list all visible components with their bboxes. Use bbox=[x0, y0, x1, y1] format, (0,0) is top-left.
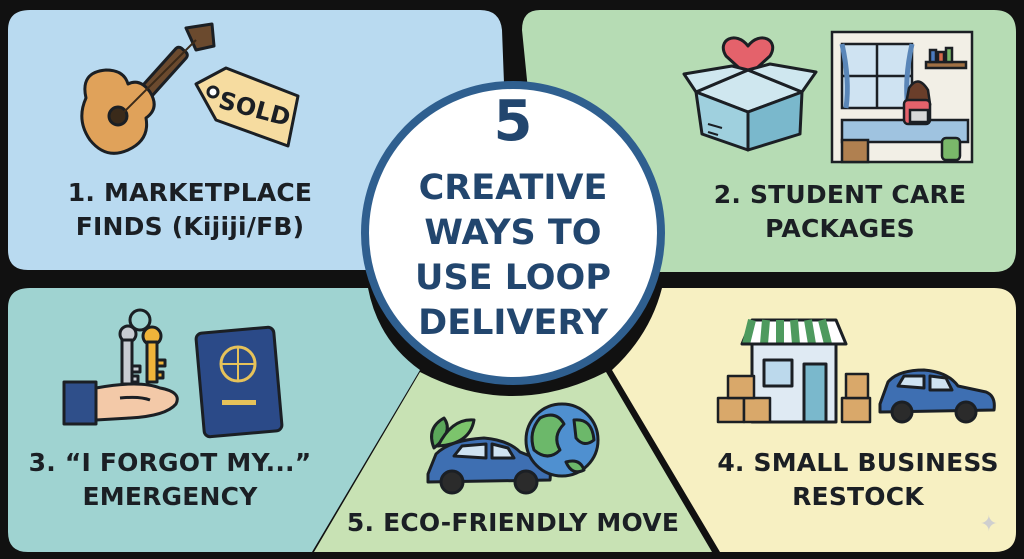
panel-label-student: 2. STUDENT CARE PACKAGES bbox=[690, 178, 990, 246]
center-number: 5 bbox=[493, 89, 533, 154]
dorm-room-icon bbox=[830, 30, 974, 164]
globe-icon bbox=[524, 402, 600, 478]
center-circle bbox=[361, 81, 665, 385]
panel-label-line: EMERGENCY bbox=[82, 482, 258, 511]
panel-label-line: 2. STUDENT CARE bbox=[713, 180, 967, 209]
delivery-boxes-icon bbox=[716, 372, 872, 424]
center-title: CREATIVE WAYS TO USE LOOP DELIVERY bbox=[378, 166, 648, 346]
panel-label-line: 3. “I FORGOT MY...” bbox=[28, 448, 312, 477]
center-title-line: WAYS TO bbox=[424, 213, 602, 253]
guitar-icon bbox=[80, 22, 216, 155]
panel-label-line: RESTOCK bbox=[792, 482, 924, 511]
hand-icon bbox=[62, 380, 179, 426]
panel-label-line: PACKAGES bbox=[765, 214, 915, 243]
center-title-line: CREATIVE bbox=[418, 168, 608, 208]
center-title-line: DELIVERY bbox=[418, 303, 608, 343]
sold-tag-icon: SOLD bbox=[194, 66, 300, 148]
panel-label-forgot: 3. “I FORGOT MY...” EMERGENCY bbox=[20, 446, 320, 514]
leaves-icon bbox=[430, 416, 476, 450]
panel-label-eco: 5. ECO-FRIENDLY MOVE bbox=[330, 506, 696, 540]
keys-icon bbox=[118, 308, 167, 386]
panel-label-line: 1. MARKETPLACE bbox=[67, 178, 313, 207]
panel-label-marketplace: 1. MARKETPLACE FINDS (Kijiji/FB) bbox=[40, 176, 340, 244]
panel-label-business: 4. SMALL BUSINESS RESTOCK bbox=[708, 446, 1008, 514]
center-title-block: 5 CREATIVE WAYS TO USE LOOP DELIVERY bbox=[378, 92, 648, 346]
panel-label-line: 4. SMALL BUSINESS bbox=[717, 448, 999, 477]
passport-icon bbox=[194, 325, 284, 439]
small-car-icon bbox=[878, 368, 996, 424]
panel-label-line: FINDS (Kijiji/FB) bbox=[75, 212, 305, 241]
center-title-line: USE LOOP bbox=[415, 258, 611, 298]
panel-label-line: 5. ECO-FRIENDLY MOVE bbox=[346, 508, 680, 537]
gift-box-icon bbox=[682, 36, 818, 152]
eco-car-icon bbox=[426, 436, 552, 495]
sparkle-icon: ✦ bbox=[979, 512, 998, 537]
